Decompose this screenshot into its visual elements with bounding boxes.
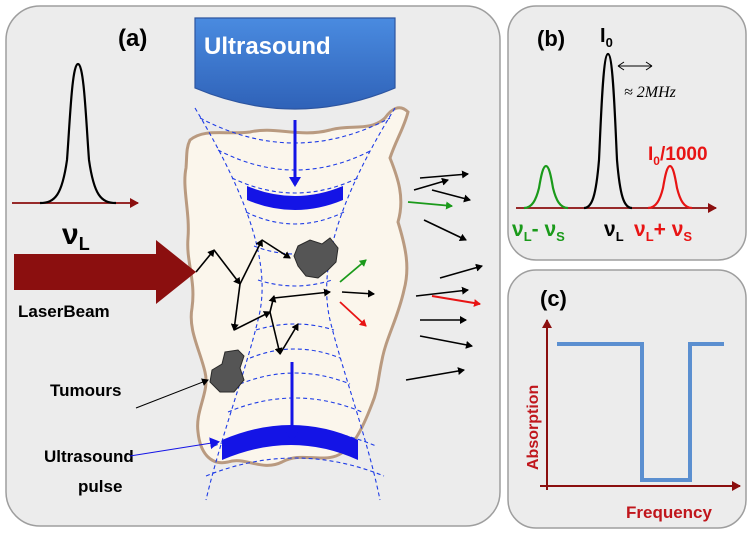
- laser-frequency-label: νL: [62, 218, 90, 254]
- exiting-photons: [405, 170, 483, 381]
- tumour-lower-left: [209, 349, 245, 393]
- panel-a-label: (a): [118, 25, 147, 52]
- pulse-label-line1: Ultrasound: [44, 447, 134, 466]
- exiting-red-photon: [431, 295, 481, 307]
- tumour-focus: [293, 237, 339, 279]
- panel-c-frame: [507, 269, 747, 529]
- spacing-arrowheads: [617, 61, 653, 71]
- laser-beam-arrow: [14, 240, 196, 304]
- sideband-intensity-label: I0/1000: [648, 144, 708, 168]
- tumours-pointer: [135, 378, 209, 409]
- laser-spectrum-inset: νL: [12, 62, 139, 254]
- panel-b-label: (b): [537, 26, 565, 51]
- upper-sideband-label: νL+ νS: [634, 218, 692, 244]
- photon-paths: [195, 239, 331, 355]
- green-tagged-photon: [339, 259, 367, 283]
- upper-sideband-peak: [647, 164, 693, 210]
- absorption-axis-label: Absorption: [525, 385, 542, 470]
- ultrasound-transducer: [194, 17, 396, 110]
- panel-b: (b) I0 ≈ 2MHz I0/1000 νL- νS νL νL+ νS: [507, 5, 747, 261]
- black-photon-focus: [341, 289, 375, 298]
- panel-c-label: (c): [540, 286, 567, 311]
- lower-sideband-peak: [523, 164, 569, 210]
- transducer-label: Ultrasound: [204, 33, 331, 60]
- absorption-curve: [557, 342, 724, 482]
- panel-b-frame: [507, 5, 747, 261]
- lower-sideband-label: νL- νS: [512, 218, 565, 244]
- panel-c: (c) Absorption Frequency: [507, 269, 747, 529]
- pulse-wavefront-upper: [247, 186, 343, 210]
- carrier-frequency-label: νL: [604, 218, 624, 244]
- spacing-label: ≈ 2MHz: [624, 84, 677, 101]
- exiting-green-photon: [407, 201, 453, 210]
- laser-line-profile: [39, 62, 117, 205]
- panel-a: Ultrasound (a) νL LaserBeam: [5, 5, 501, 527]
- frequency-axis-label: Frequency: [626, 503, 713, 522]
- carrier-peak: [583, 52, 633, 210]
- laser-beam-label: LaserBeam: [18, 302, 110, 321]
- carrier-intensity-label: I0: [600, 25, 613, 50]
- tumours-label: Tumours: [50, 381, 121, 400]
- pulse-pointer: [129, 437, 220, 457]
- red-tagged-photon: [339, 301, 367, 327]
- pulse-wavefront-lower: [222, 425, 358, 460]
- pulse-label-line2: pulse: [78, 477, 122, 496]
- focus-cone: [194, 107, 396, 501]
